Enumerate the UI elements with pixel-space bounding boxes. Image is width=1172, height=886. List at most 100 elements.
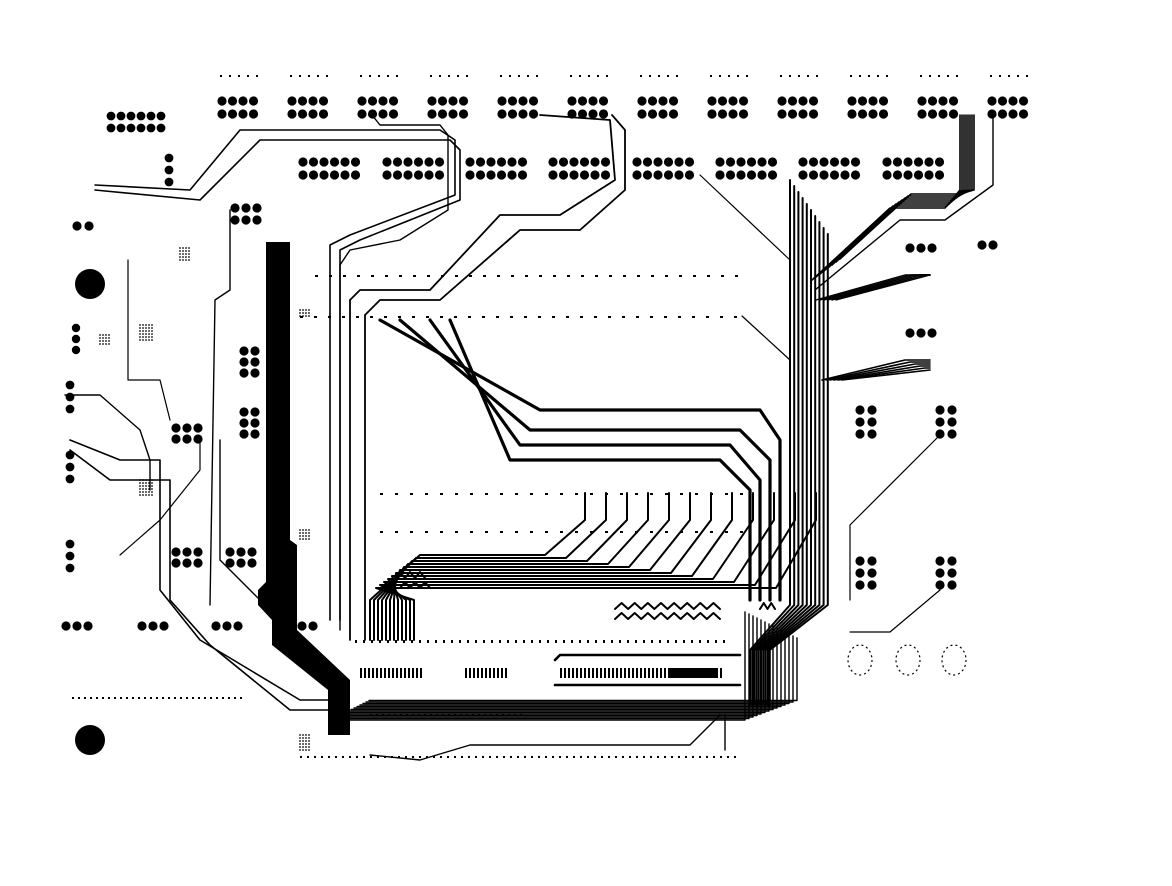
pad xyxy=(787,109,798,119)
smd-pad xyxy=(376,668,378,678)
smd-pad xyxy=(363,756,365,758)
pad xyxy=(239,429,249,439)
pad xyxy=(145,339,147,341)
pad xyxy=(250,346,260,356)
smd-pad xyxy=(545,756,547,758)
smd-pad xyxy=(568,668,570,678)
mounting-hole xyxy=(75,269,105,299)
smd-pad xyxy=(299,75,301,77)
smd-pad xyxy=(473,668,475,678)
pad xyxy=(298,157,308,167)
smd-pad xyxy=(683,640,685,643)
pad xyxy=(136,123,146,133)
smd-pad xyxy=(497,275,500,277)
smd-pad xyxy=(126,697,128,699)
smd-pad xyxy=(426,316,429,318)
smd-pad xyxy=(877,75,879,77)
smd-pad xyxy=(451,640,453,643)
pad xyxy=(913,170,924,180)
smd-pad xyxy=(517,756,519,758)
smd-pad xyxy=(1017,75,1019,77)
smd-pad xyxy=(688,668,690,678)
fanout-trace xyxy=(833,365,931,381)
smd-pad xyxy=(500,493,503,495)
pad xyxy=(717,109,728,119)
pad xyxy=(486,170,496,180)
pad xyxy=(102,337,104,339)
pad xyxy=(102,334,104,336)
pad xyxy=(142,339,144,341)
pad xyxy=(83,621,93,631)
pad xyxy=(142,488,144,490)
pad xyxy=(139,488,141,490)
smd-pad xyxy=(643,756,645,758)
smd-pad xyxy=(204,697,206,699)
pad xyxy=(413,170,424,180)
smd-pad xyxy=(384,316,387,318)
smd-pad xyxy=(707,640,709,643)
bottom-bus xyxy=(347,623,770,712)
pad xyxy=(658,109,668,119)
smd-pad xyxy=(475,640,477,643)
trace xyxy=(741,315,791,361)
smd-pad xyxy=(96,697,98,699)
pad xyxy=(148,621,158,631)
smd-pad xyxy=(461,756,463,758)
pad xyxy=(798,109,808,119)
smd-pad xyxy=(387,640,389,643)
smd-pad xyxy=(477,668,479,678)
smd-pad xyxy=(575,493,578,495)
pad xyxy=(403,157,413,167)
pad xyxy=(145,488,147,490)
smd-pad xyxy=(459,640,461,643)
pad xyxy=(308,170,319,180)
smd-pad xyxy=(482,316,485,318)
power-trace xyxy=(258,242,350,735)
smd-pad xyxy=(412,756,414,758)
smd-pad xyxy=(611,640,613,643)
smd-pad xyxy=(156,697,158,699)
fanout-trace xyxy=(835,274,931,301)
smd-pad xyxy=(627,640,629,643)
pad xyxy=(927,109,938,119)
smd-pad xyxy=(572,668,574,678)
smd-pad xyxy=(447,756,449,758)
smd-pad xyxy=(328,756,330,758)
smd-pad xyxy=(395,493,398,495)
smd-pad xyxy=(719,75,721,77)
pad xyxy=(302,740,304,742)
smd-pad xyxy=(588,75,590,77)
pad xyxy=(297,96,308,106)
pad xyxy=(987,96,997,106)
pad xyxy=(392,170,403,180)
pad xyxy=(225,558,235,568)
smd-pad xyxy=(616,668,618,678)
smd-pad xyxy=(595,640,597,643)
smd-pad xyxy=(573,756,575,758)
fan-trace xyxy=(375,492,817,641)
pad xyxy=(182,250,184,252)
smd-pad xyxy=(567,275,570,277)
smd-pad xyxy=(706,668,708,678)
pad xyxy=(777,96,787,106)
pad xyxy=(903,170,913,180)
smd-pad xyxy=(317,75,319,77)
smd-pad xyxy=(552,316,555,318)
pad xyxy=(1018,109,1029,119)
smd-pad xyxy=(990,75,992,77)
smd-pad xyxy=(664,756,666,758)
pad xyxy=(151,336,153,338)
smd-pad xyxy=(491,640,493,643)
pad xyxy=(145,479,147,481)
pad xyxy=(142,336,144,338)
pad xyxy=(653,170,663,180)
smd-pad xyxy=(455,275,458,277)
pad xyxy=(598,96,609,106)
pad xyxy=(248,96,259,106)
pad xyxy=(151,491,153,493)
pad xyxy=(808,157,819,167)
pad xyxy=(548,170,558,180)
fan-trace xyxy=(383,492,775,641)
smd-pad xyxy=(734,756,736,758)
pad xyxy=(230,215,240,225)
